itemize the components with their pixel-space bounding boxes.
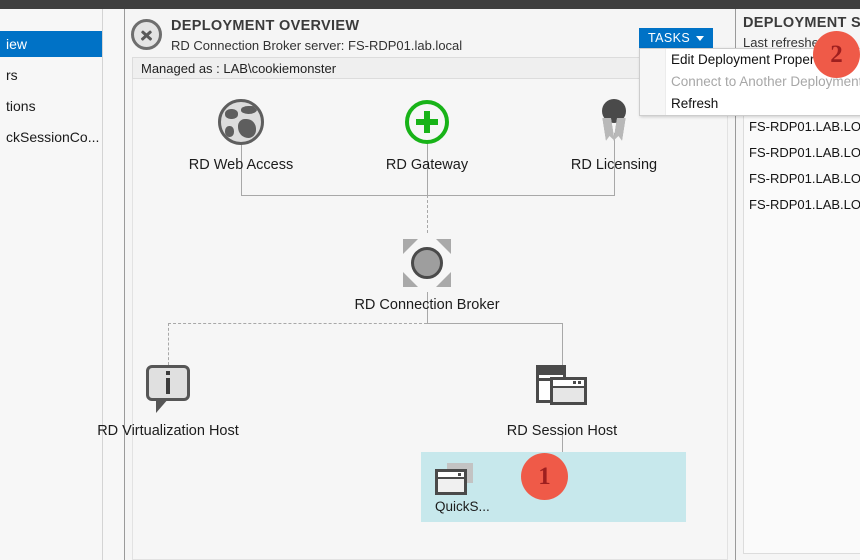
left-navigation: iew rs tions ckSessionCo... bbox=[0, 9, 103, 560]
node-rd-virtualization-host[interactable]: RD Virtualization Host bbox=[88, 365, 248, 439]
annotation-badge-2: 2 bbox=[813, 31, 860, 78]
connector-broker-dashed bbox=[427, 195, 428, 233]
sidebar-item-servers[interactable]: rs bbox=[0, 62, 102, 88]
table-row[interactable]: FS-RDP01.LAB.LOCAL bbox=[749, 197, 860, 212]
connector-lower-bus-left-dashed bbox=[168, 323, 427, 324]
window-title-bar bbox=[0, 0, 860, 9]
node-label: RD Web Access bbox=[181, 157, 301, 173]
right-panel-title: DEPLOYMENT SER bbox=[743, 15, 860, 31]
sidebar-item-label: iew bbox=[6, 36, 27, 52]
chevron-down-icon bbox=[696, 36, 704, 41]
node-label: RD Connection Broker bbox=[347, 297, 507, 313]
sidebar-item-label: tions bbox=[6, 98, 36, 114]
sidebar-item-collections[interactable]: tions bbox=[0, 93, 102, 119]
sidebar-item-label: ckSessionCo... bbox=[6, 129, 99, 145]
menu-gutter bbox=[640, 49, 666, 115]
green-plus-icon bbox=[367, 99, 487, 151]
annotation-badge-1: 1 bbox=[521, 453, 568, 500]
connector-session-host bbox=[562, 323, 563, 365]
collection-windows-icon bbox=[435, 463, 475, 497]
menu-item-refresh[interactable]: Refresh bbox=[640, 93, 860, 115]
node-label: RD Gateway bbox=[367, 157, 487, 173]
sidebar-item-quicksessioncollection[interactable]: ckSessionCo... bbox=[0, 124, 102, 150]
tasks-button-label: TASKS bbox=[648, 31, 690, 45]
node-rd-session-host[interactable]: RD Session Host bbox=[482, 365, 642, 439]
node-label: RD Licensing bbox=[554, 157, 674, 173]
table-row[interactable]: FS-RDP01.LAB.LOCAL bbox=[749, 145, 860, 160]
session-host-windows-icon bbox=[482, 365, 642, 417]
node-label: RD Session Host bbox=[482, 423, 642, 439]
node-rd-web-access[interactable]: RD Web Access bbox=[181, 99, 301, 173]
page-title: DEPLOYMENT OVERVIEW bbox=[171, 18, 359, 34]
info-bubble-icon bbox=[88, 365, 248, 417]
node-rd-connection-broker[interactable]: RD Connection Broker bbox=[347, 239, 507, 313]
connector-virtualization-dashed bbox=[168, 323, 169, 365]
sidebar-item-label: rs bbox=[6, 67, 18, 83]
globe-icon bbox=[181, 99, 301, 151]
managed-as-text: Managed as : LAB\cookiemonster bbox=[141, 61, 336, 76]
page-subtitle: RD Connection Broker server: FS-RDP01.la… bbox=[171, 38, 462, 53]
connection-broker-icon bbox=[347, 239, 507, 291]
sidebar-item-overview[interactable]: iew bbox=[0, 31, 102, 57]
node-label: RD Virtualization Host bbox=[88, 423, 248, 439]
connector-top-bus bbox=[241, 195, 615, 196]
table-row[interactable]: FS-RDP01.LAB.LOCAL bbox=[749, 119, 860, 134]
table-row[interactable]: FS-RDP01.LAB.LOCAL bbox=[749, 171, 860, 186]
tasks-button[interactable]: TASKS bbox=[639, 28, 713, 48]
connector-lower-bus-right bbox=[427, 323, 562, 324]
node-rd-gateway[interactable]: RD Gateway bbox=[367, 99, 487, 173]
collection-label: QuickS... bbox=[435, 499, 490, 514]
deployment-overview-icon bbox=[131, 19, 162, 50]
managed-as-bar: Managed as : LAB\cookiemonster bbox=[132, 57, 726, 79]
nav-gutter bbox=[103, 9, 124, 560]
